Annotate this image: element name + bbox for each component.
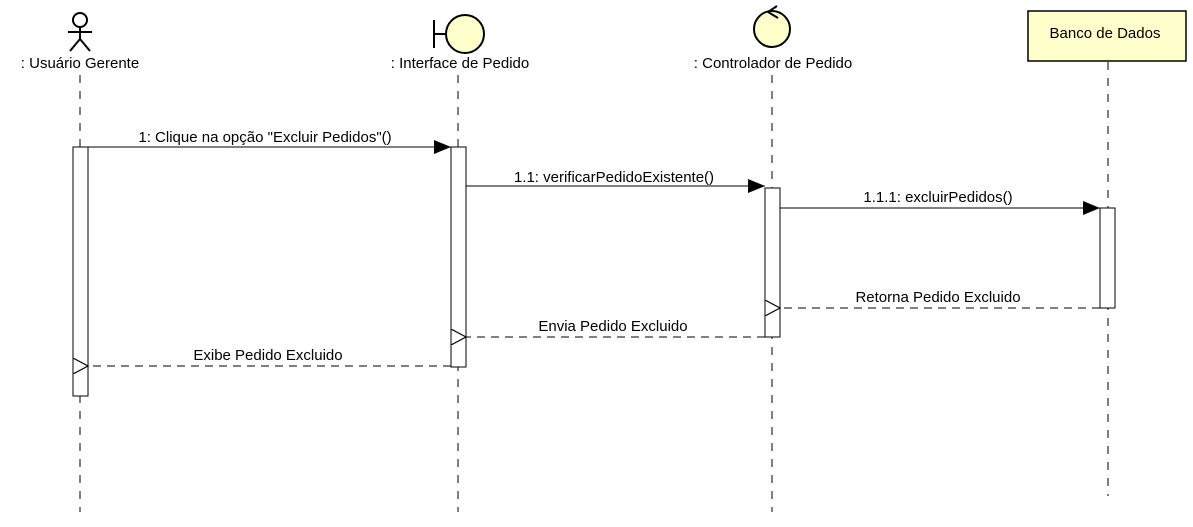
message-label-1-1-1: 1.1.1: excluirPedidos() [863, 189, 1012, 206]
participant-label-banco-de-dados: Banco de Dados [1050, 25, 1161, 42]
return-label-retorna: Retorna Pedido Excluido [855, 289, 1020, 306]
return-label-exibe: Exibe Pedido Excluido [193, 347, 342, 364]
participant-label-usuario-gerente: : Usuário Gerente [21, 55, 139, 72]
actor-stick-figure-icon [68, 12, 92, 52]
boundary-icon [433, 14, 485, 54]
message-label-1-1: 1.1: verificarPedidoExistente() [514, 169, 714, 186]
activation-bar-controlador-de-pedido [764, 187, 781, 338]
participant-label-interface-de-pedido: : Interface de Pedido [391, 55, 529, 72]
participant-label-controlador-de-pedido: : Controlador de Pedido [694, 55, 852, 72]
return-label-envia: Envia Pedido Excluido [538, 318, 687, 335]
message-label-1: 1: Clique na opção "Excluir Pedidos"() [138, 129, 391, 146]
activation-bar-banco-de-dados [1099, 207, 1116, 309]
activation-bar-usuario-gerente [72, 146, 89, 397]
participant-box-banco-de-dados [1027, 10, 1187, 62]
activation-bar-interface-de-pedido [450, 146, 467, 368]
control-icon [753, 5, 791, 48]
